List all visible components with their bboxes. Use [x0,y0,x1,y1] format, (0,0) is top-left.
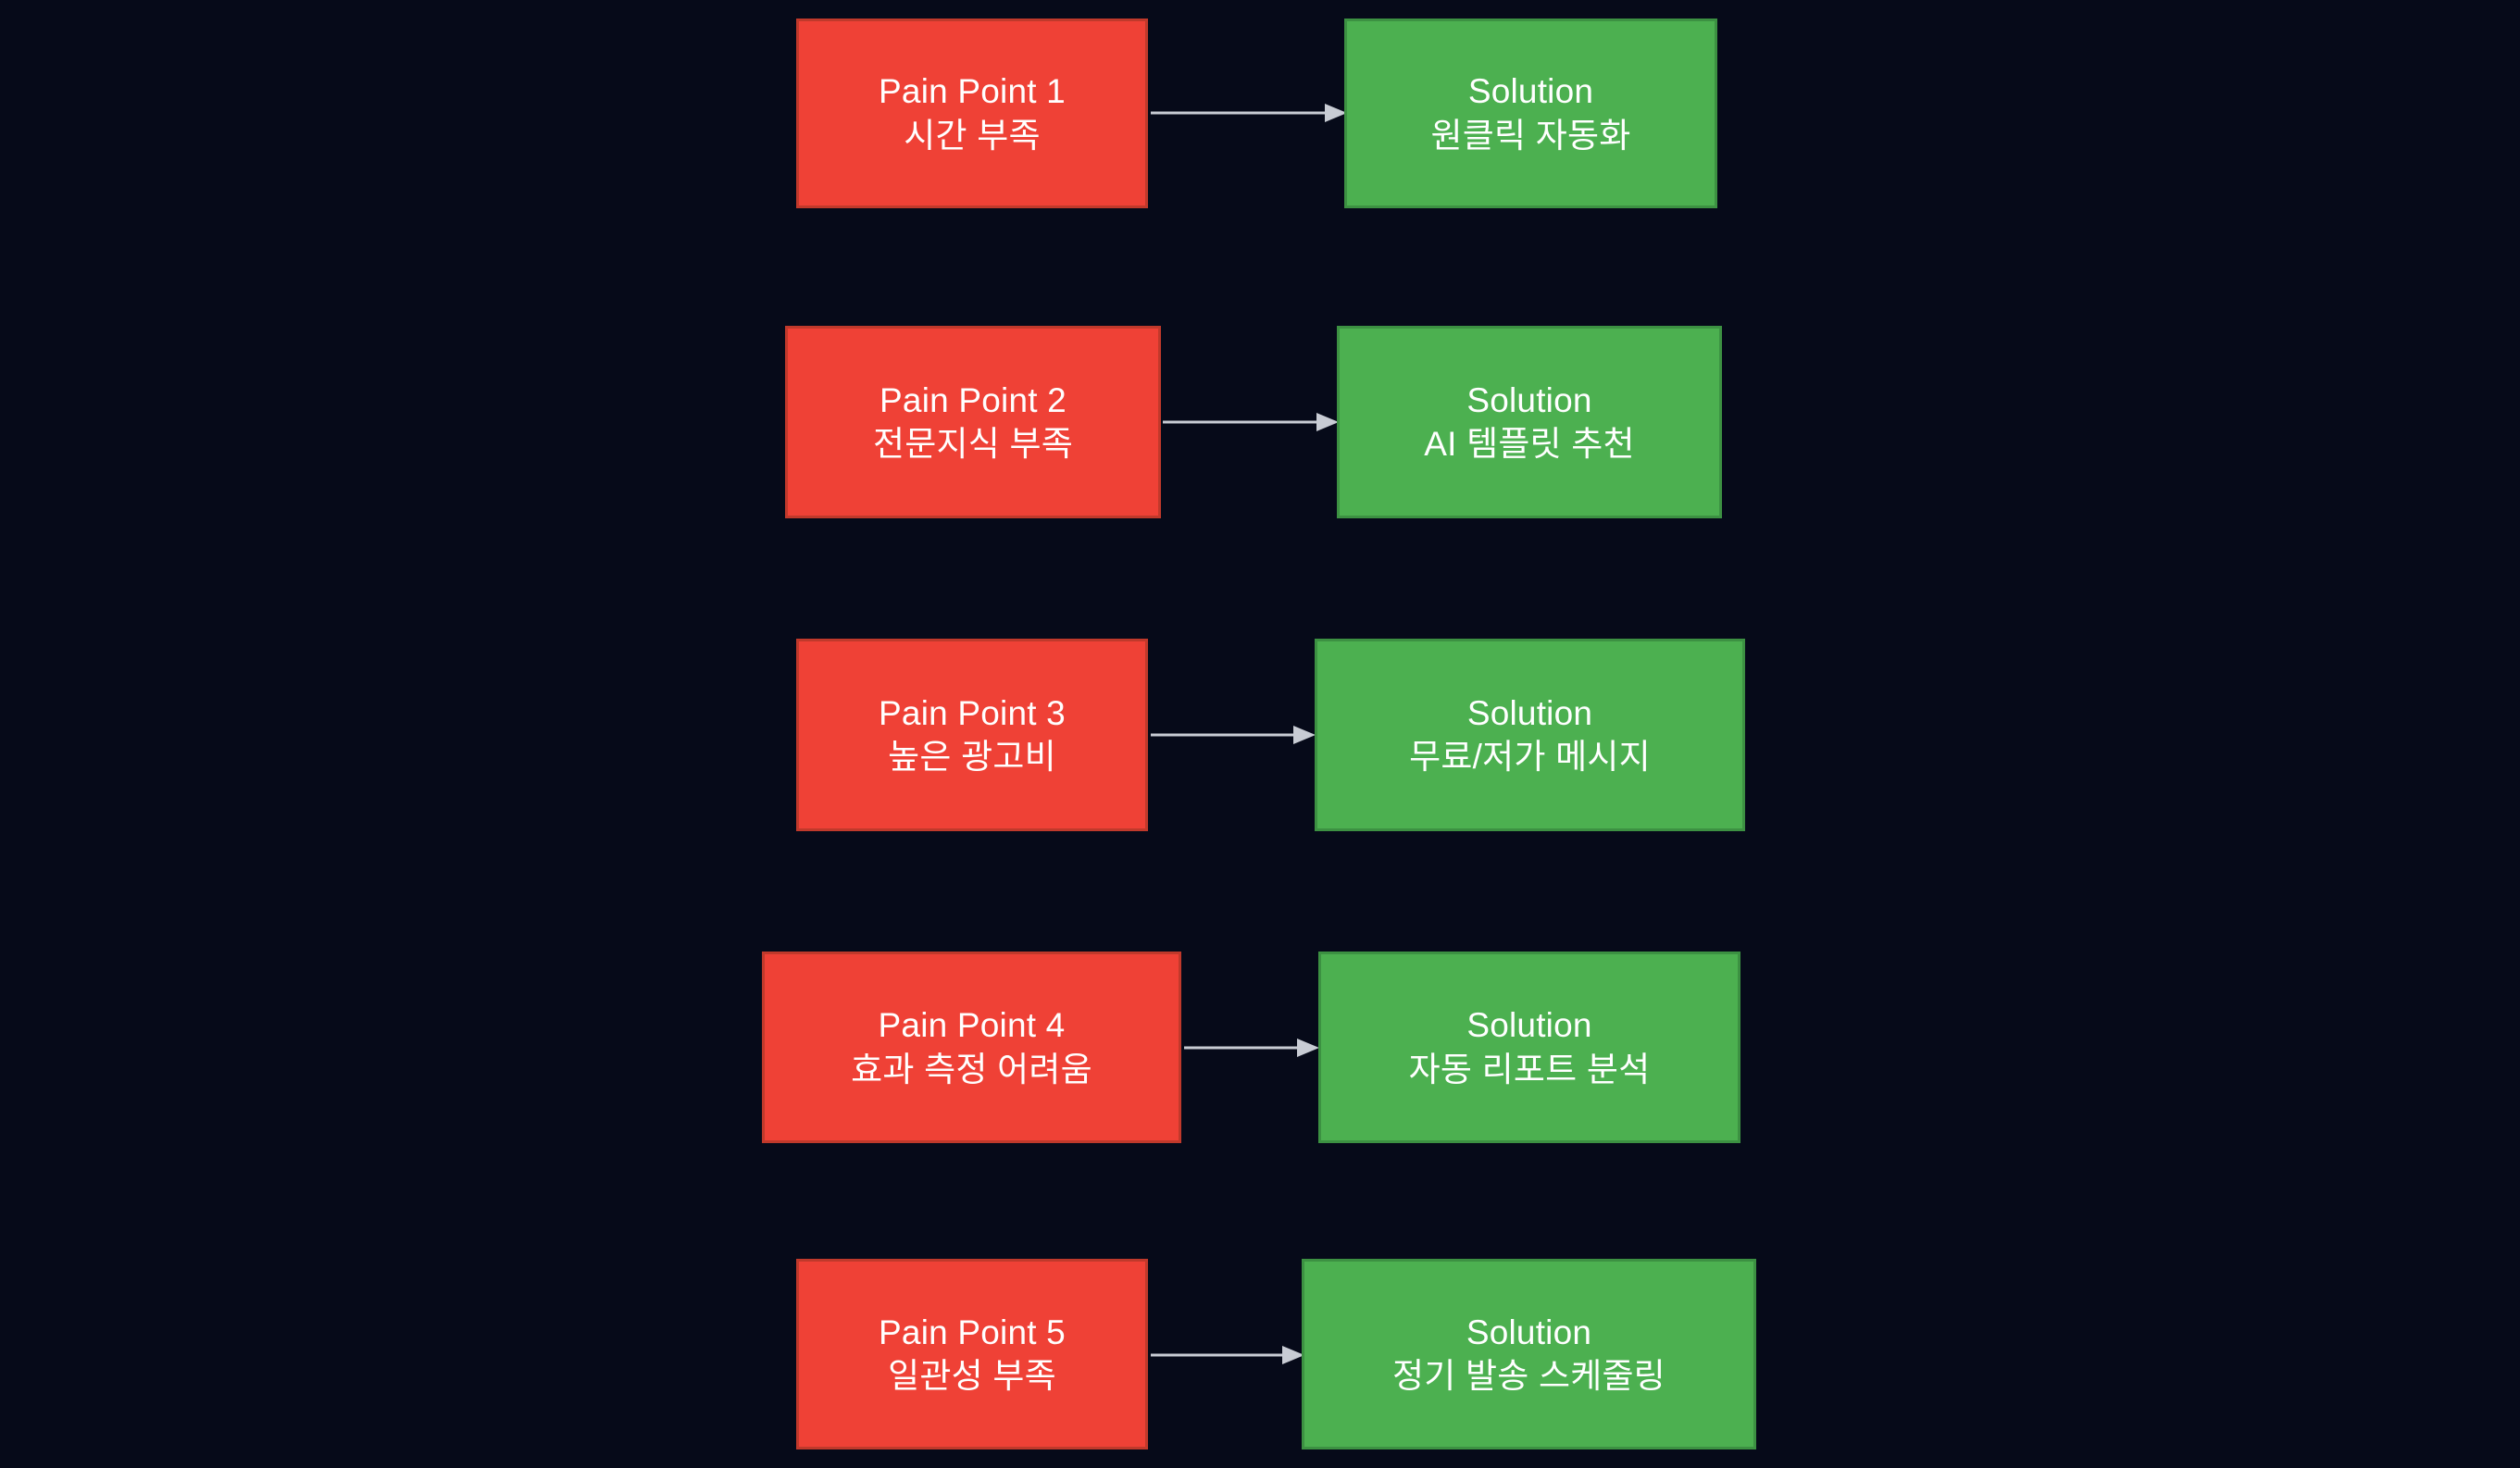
solution-detail-5: 정기 발송 스케줄링 [1392,1357,1665,1395]
flow-row-3: Pain Point 3 높은 광고비 Solution 무료/저가 메시지 [0,0,2520,831]
solution-detail-2: AI 템플릿 추천 [1424,425,1635,463]
pain-point-node-5[interactable]: Pain Point 5 일관성 부족 [796,1259,1148,1449]
pain-point-detail-4: 효과 측정 어려움 [851,1050,1092,1089]
flow-row-1: Pain Point 1 시간 부족 Solution 원클릭 자동화 [0,0,2520,241]
pain-point-title-1: Pain Point 1 [879,72,1066,111]
solution-detail-1: 원클릭 자동화 [1430,116,1631,155]
flow-row-2: Pain Point 2 전문지식 부족 Solution AI 템플릿 추천 [0,0,2520,518]
solution-detail-3: 무료/저가 메시지 [1409,738,1651,776]
connector-arrow-3 [1151,724,1316,746]
connector-arrow-2 [1163,411,1339,433]
pain-point-detail-1: 시간 부족 [904,116,1041,155]
pain-point-title-3: Pain Point 3 [879,693,1066,732]
pain-point-node-1[interactable]: Pain Point 1 시간 부족 [796,19,1148,208]
connector-arrow-5 [1151,1344,1304,1366]
solution-title-4: Solution [1466,1006,1592,1045]
solution-node-1[interactable]: Solution 원클릭 자동화 [1344,19,1717,208]
solution-node-4[interactable]: Solution 자동 리포트 분석 [1318,952,1740,1143]
solution-title-2: Solution [1466,380,1592,419]
connector-arrow-4 [1184,1037,1319,1059]
pain-point-node-4[interactable]: Pain Point 4 효과 측정 어려움 [762,952,1181,1143]
connector-arrow-1 [1151,102,1347,124]
pain-point-title-2: Pain Point 2 [880,380,1067,419]
pain-point-node-2[interactable]: Pain Point 2 전문지식 부족 [785,326,1161,518]
pain-point-title-5: Pain Point 5 [879,1312,1066,1351]
pain-point-detail-3: 높은 광고비 [888,738,1056,776]
solution-node-5[interactable]: Solution 정기 발송 스케줄링 [1302,1259,1756,1449]
solution-title-3: Solution [1466,693,1593,732]
pain-point-detail-2: 전문지식 부족 [873,425,1073,463]
flow-row-4: Pain Point 4 효과 측정 어려움 Solution 자동 리포트 분… [0,0,2520,1143]
pain-point-title-4: Pain Point 4 [878,1006,1066,1045]
solution-node-2[interactable]: Solution AI 템플릿 추천 [1337,326,1722,518]
solution-node-3[interactable]: Solution 무료/저가 메시지 [1315,639,1745,831]
solution-title-1: Solution [1467,72,1594,111]
solution-title-5: Solution [1466,1312,1592,1351]
pain-point-node-3[interactable]: Pain Point 3 높은 광고비 [796,639,1148,831]
pain-point-detail-5: 일관성 부족 [888,1357,1056,1395]
solution-detail-4: 자동 리포트 분석 [1408,1050,1651,1089]
